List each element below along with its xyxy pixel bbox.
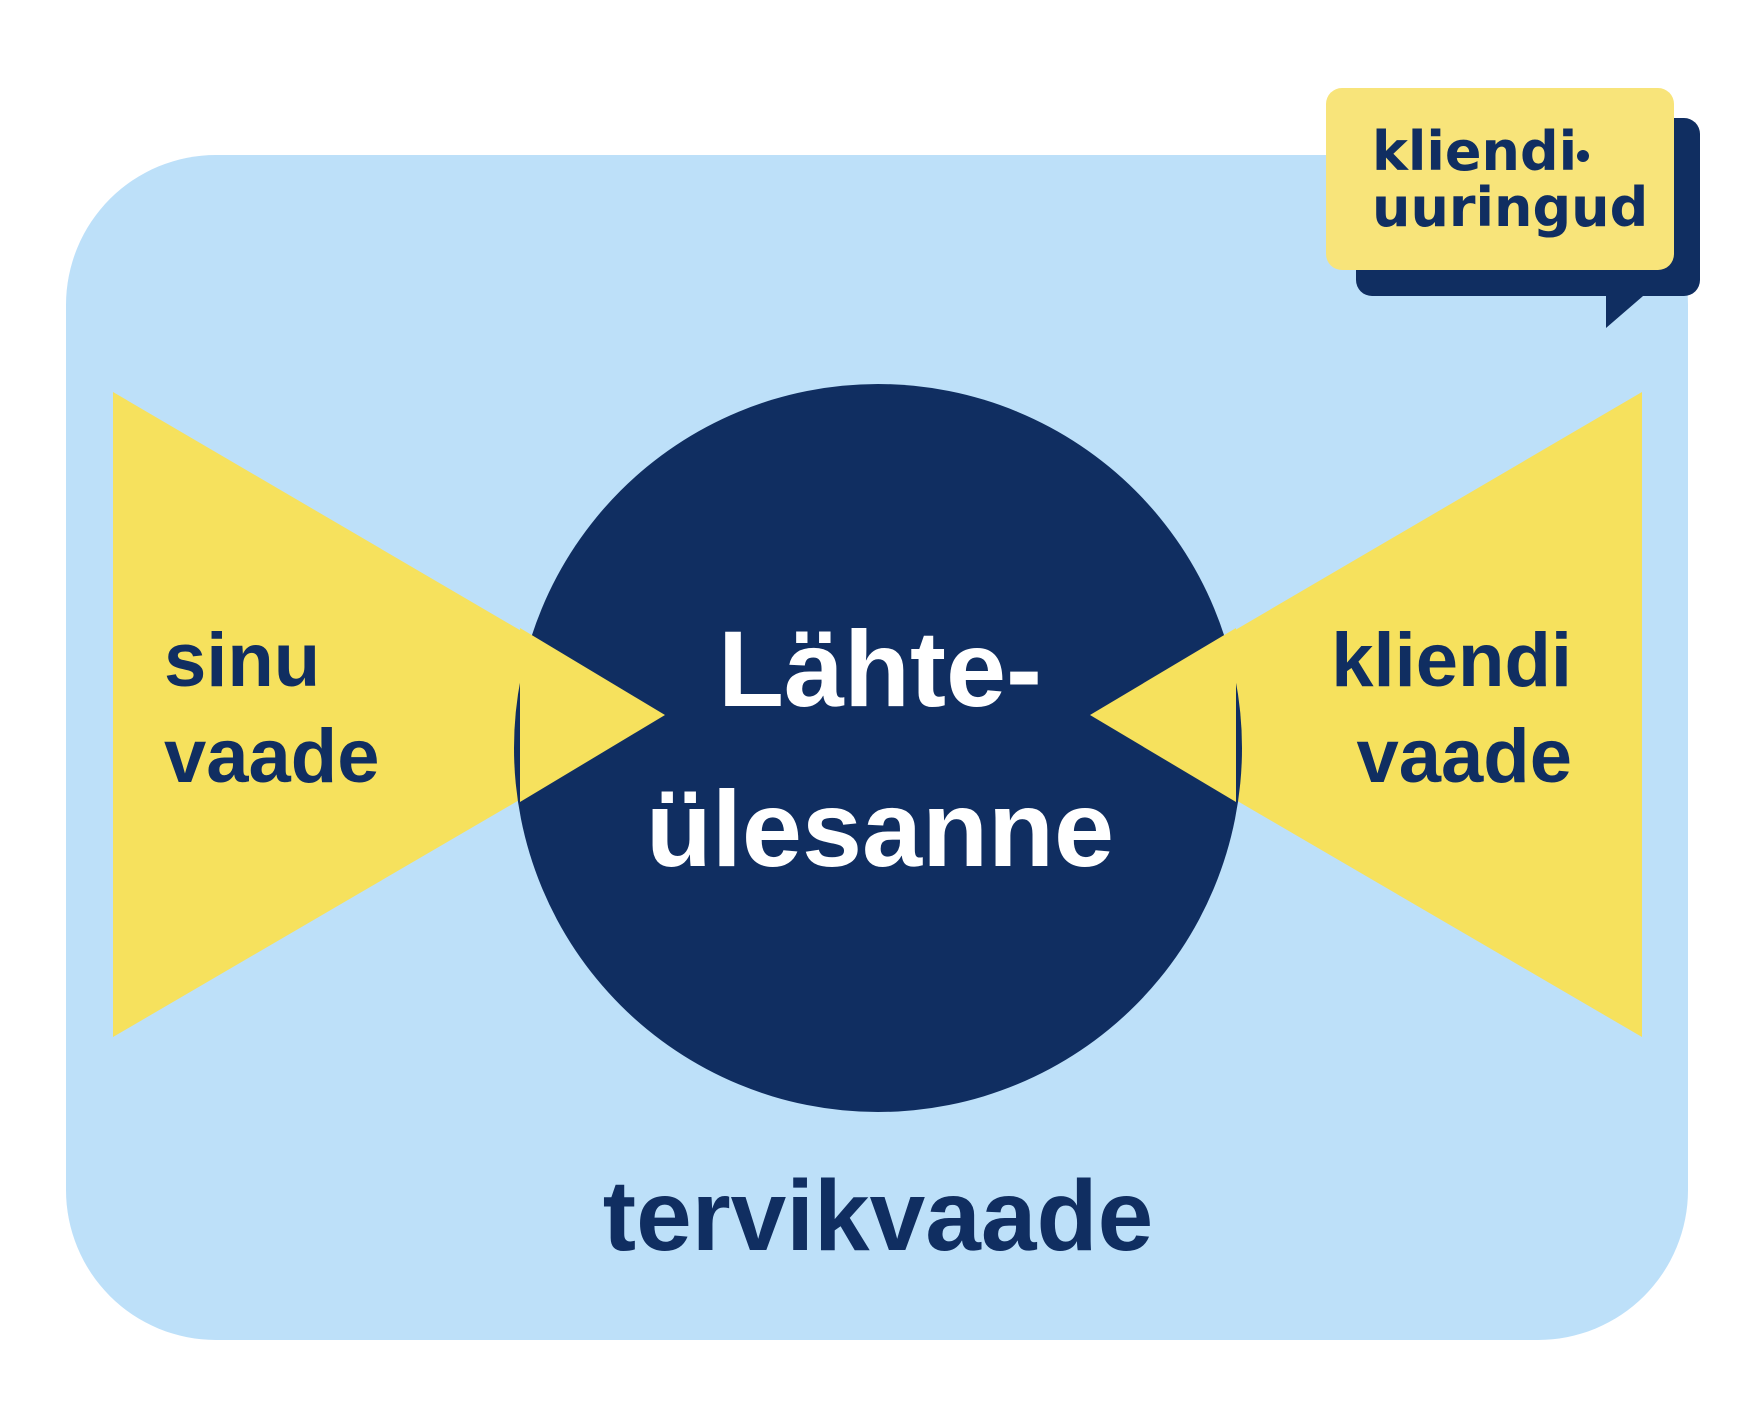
left-label-line2: vaade (164, 714, 380, 799)
left-triangle (113, 392, 665, 1037)
right-triangle (1090, 392, 1642, 1037)
left-triangle-tip (520, 628, 665, 802)
bottom-label: tervikvaade (603, 1160, 1153, 1272)
logo-dot-icon (1577, 150, 1589, 162)
right-label-line2: vaade (1357, 714, 1573, 799)
left-label-line1: sinu (164, 618, 320, 703)
center-label-line1: Lähte- (718, 608, 1042, 729)
logo-box (1326, 88, 1674, 270)
logo: kliendi uuringud (1326, 88, 1700, 328)
center-circle (514, 384, 1242, 1112)
logo-text-line1: kliendi (1372, 120, 1577, 183)
logo-bubble-tail (1606, 290, 1650, 328)
center-label-line2: ülesanne (646, 768, 1114, 889)
right-label-line1: kliendi (1331, 618, 1572, 703)
right-triangle-tip (1090, 628, 1236, 802)
logo-text-line2: uuringud (1372, 176, 1648, 239)
